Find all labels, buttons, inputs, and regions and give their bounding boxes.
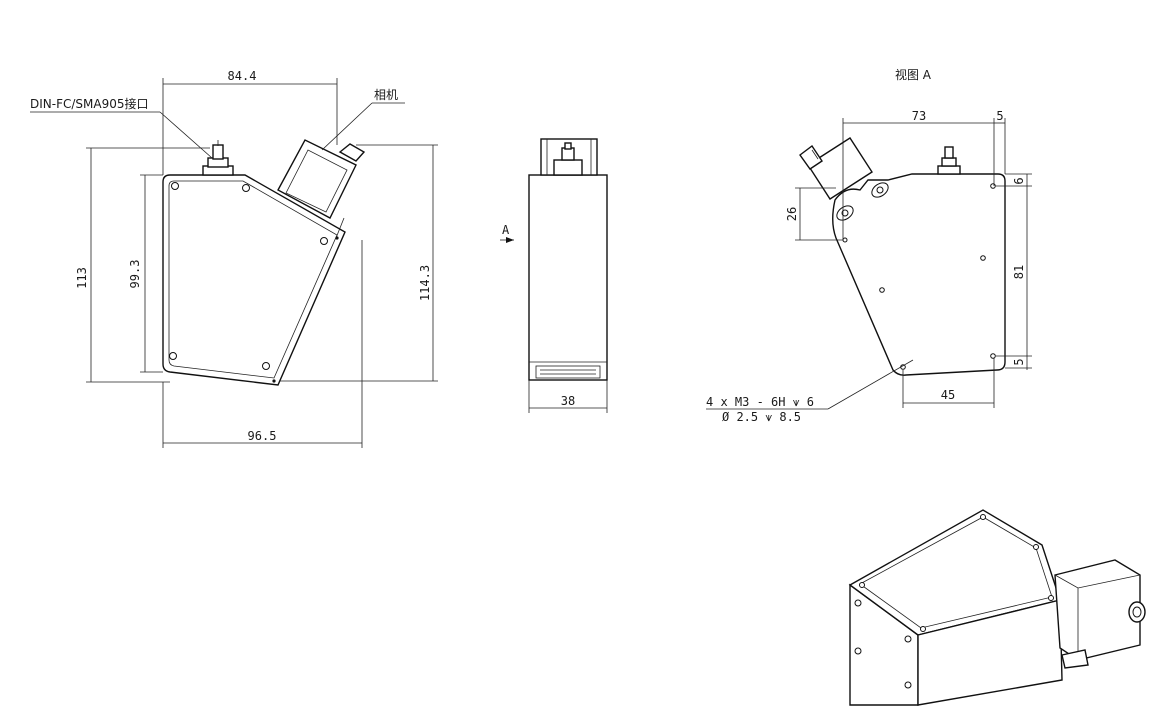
view-a-slot-lower (836, 205, 854, 221)
camera-label: 相机 (374, 88, 398, 102)
front-body-inner-edge (168, 180, 338, 379)
view-a-hole-mid-right (980, 255, 986, 261)
dim-113: 113 (75, 267, 89, 289)
dim-38: 38 (561, 394, 575, 408)
iso-top-hole-1 (980, 514, 986, 520)
front-hole-bottom-mid (262, 362, 270, 370)
front-body-outline (162, 174, 346, 386)
view-a-hole-tr (990, 183, 996, 189)
view-a-slot-upper (871, 182, 889, 198)
sma-connector (202, 140, 234, 176)
dim-5-right: 5 (1012, 358, 1026, 365)
dim-45: 45 (941, 388, 955, 402)
front-hole-bottom-left (169, 352, 177, 360)
front-hole-top-left (171, 182, 179, 190)
iso-hole-2 (904, 635, 912, 643)
dim-114-3: 114.3 (418, 265, 432, 301)
front-hole-right (320, 237, 328, 245)
dim-26: 26 (785, 207, 799, 221)
front-view: 84.4 113 99.3 114.3 96.5 DIN-FC/SMA905接口… (30, 69, 438, 448)
view-a-connector (937, 146, 961, 175)
connector-label: DIN-FC/SMA905接口 (30, 96, 149, 111)
iso-top-hole-5 (859, 582, 865, 588)
side-view: A 38 (500, 138, 608, 413)
iso-top-hole-2 (1033, 544, 1039, 550)
iso-hole-1 (854, 599, 862, 607)
camera-block (277, 139, 366, 239)
iso-camera-block (1054, 559, 1141, 661)
dim-99-3: 99.3 (128, 260, 142, 289)
dim-5-top: 5 (996, 109, 1003, 123)
iso-top-hole-4 (920, 626, 926, 632)
view-a-hole-left (842, 237, 848, 243)
dim-81: 81 (1012, 265, 1026, 279)
iso-hole-3 (854, 647, 862, 655)
side-body (528, 174, 608, 381)
isometric-view (848, 509, 1146, 706)
iso-top-face (848, 509, 1061, 636)
iso-hole-4 (904, 681, 912, 689)
dim-73: 73 (912, 109, 926, 123)
dim-96-5: 96.5 (248, 429, 277, 443)
view-a-plate (832, 173, 1006, 376)
arrow-a-label: A (502, 223, 510, 237)
dim-84-4: 84.4 (228, 69, 257, 83)
thread-callout-line1: 4 x M3 - 6H ⩛ 6 (706, 395, 814, 409)
front-hole-top-mid (242, 184, 250, 192)
iso-top-hole-3 (1048, 595, 1054, 601)
view-a-hole-br (990, 353, 996, 359)
view-a-title: 视图 A (895, 67, 932, 82)
view-a: 视图 A (706, 67, 1032, 424)
view-a-camera (799, 137, 873, 200)
iso-right-face (917, 599, 1063, 706)
view-a-hole-mid-left (879, 287, 885, 293)
dim-6-right: 6 (1012, 177, 1026, 184)
thread-callout-line2: Ø 2.5 ⩛ 8.5 (722, 410, 801, 424)
